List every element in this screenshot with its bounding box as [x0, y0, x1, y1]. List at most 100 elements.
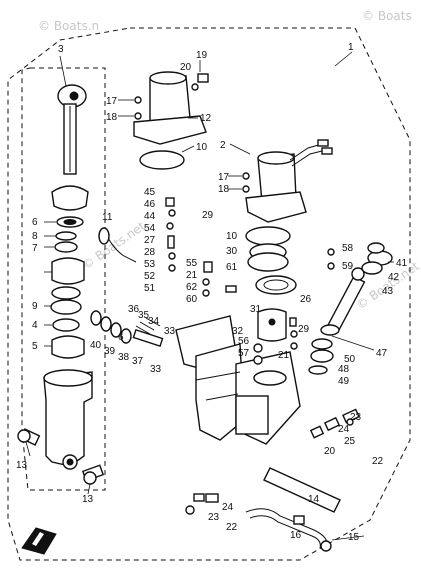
bolt-17 [134, 96, 142, 104]
callout: 24 [338, 424, 350, 435]
callout: 17 [218, 172, 230, 183]
pipe-fitting-20 [309, 416, 341, 439]
bolt-19 [191, 73, 209, 91]
callout: 17 [106, 96, 118, 107]
callout: 11 [102, 212, 113, 223]
callout: 20 [180, 62, 192, 73]
callout: 10 [196, 142, 208, 153]
callout: 6 [118, 332, 124, 343]
callout: 12 [200, 113, 212, 124]
callout: 6 [32, 217, 38, 228]
o-ring-10 [245, 226, 291, 246]
seal-57 [253, 355, 263, 365]
callout: 48 [338, 364, 350, 375]
callout: 26 [300, 294, 312, 305]
callout: 45 [144, 187, 156, 198]
watermark: © Boats.net [80, 219, 148, 273]
callout: 56 [238, 336, 250, 347]
callout: 18 [106, 112, 118, 123]
callout: 46 [144, 199, 156, 210]
bolt-13 [17, 428, 41, 446]
pump-gear-32 [257, 308, 287, 342]
watermark: © Boats.n [38, 19, 99, 33]
callout: 36 [128, 304, 140, 315]
callout: 4 [32, 320, 38, 331]
callout: 32 [232, 326, 244, 337]
callout: 33 [164, 326, 176, 337]
tilt-cylinder [43, 369, 93, 470]
tilt-pipe-14 [263, 467, 341, 513]
washer-18 [242, 185, 250, 193]
washer-18 [134, 112, 142, 120]
o-ring-10 [139, 150, 185, 170]
callout: 14 [308, 494, 320, 505]
callout: 37 [132, 356, 144, 367]
manifold-body [175, 315, 301, 445]
callout: 9 [32, 301, 38, 312]
callout: 1 [348, 42, 354, 53]
callout: 31 [250, 304, 262, 315]
leader-lines [25, 55, 394, 541]
down-relief-valve [308, 267, 366, 375]
washer-21 [290, 342, 298, 350]
callout: 16 [290, 530, 302, 541]
cylinder-subgroup-boundary [21, 67, 106, 491]
callout: 3 [58, 44, 64, 55]
callout: 22 [226, 522, 238, 533]
callout: 41 [396, 258, 408, 269]
callout: 8 [32, 231, 38, 242]
callout: 25 [344, 436, 356, 447]
filter-61 [255, 275, 297, 295]
valve-parts-column [165, 197, 237, 297]
hose-fitting [98, 227, 110, 245]
callout: 53 [144, 259, 156, 270]
callout: 49 [338, 376, 350, 387]
bolt-17 [242, 172, 250, 180]
callout: 61 [226, 262, 238, 273]
callout: 24 [222, 502, 234, 513]
manual-valve-stack [90, 310, 164, 348]
callout: 29 [298, 324, 310, 335]
callout: 62 [186, 282, 198, 293]
callout: 10 [226, 231, 238, 242]
callout: 47 [376, 348, 388, 359]
callout: 5 [32, 341, 38, 352]
callout: 13 [16, 460, 28, 471]
callout: 57 [238, 348, 250, 359]
callout: 50 [344, 354, 356, 365]
callout: 33 [150, 364, 162, 375]
callout: 22 [372, 456, 384, 467]
callout-labels: 1 2 3 19 20 17 18 12 10 17 18 45 46 44 2… [16, 42, 408, 543]
callout: 28 [144, 247, 156, 258]
callout: 30 [226, 246, 238, 257]
callout: 43 [382, 286, 394, 297]
callout: 35 [138, 310, 150, 321]
callout: 20 [324, 446, 336, 457]
callout: 34 [148, 316, 160, 327]
pipe-fitting-24 [185, 493, 219, 515]
washer-59 [327, 262, 335, 270]
bolt-13 [81, 464, 105, 485]
callout: 2 [220, 140, 226, 151]
pump-reservoir [133, 71, 207, 145]
tilt-rod [57, 84, 87, 175]
pipe-fitting-22 [342, 408, 360, 426]
callout: 58 [342, 243, 354, 254]
callout: 21 [186, 270, 198, 281]
up-relief-valve [361, 242, 393, 275]
callout: 59 [342, 261, 354, 272]
callout: 23 [350, 412, 362, 423]
callout: 23 [208, 512, 220, 523]
callout: 19 [196, 50, 208, 61]
callout: 42 [388, 272, 400, 283]
callout: 13 [82, 494, 94, 505]
lower-pipe-15 [245, 508, 332, 552]
leader-line [334, 51, 353, 67]
bolt-58 [327, 248, 335, 256]
callout: 27 [144, 235, 156, 246]
callout: 38 [118, 352, 130, 363]
front-arrow-icon [21, 527, 57, 555]
tilt-motor [245, 139, 333, 223]
callout: 51 [144, 283, 156, 294]
callout: 55 [186, 258, 198, 269]
